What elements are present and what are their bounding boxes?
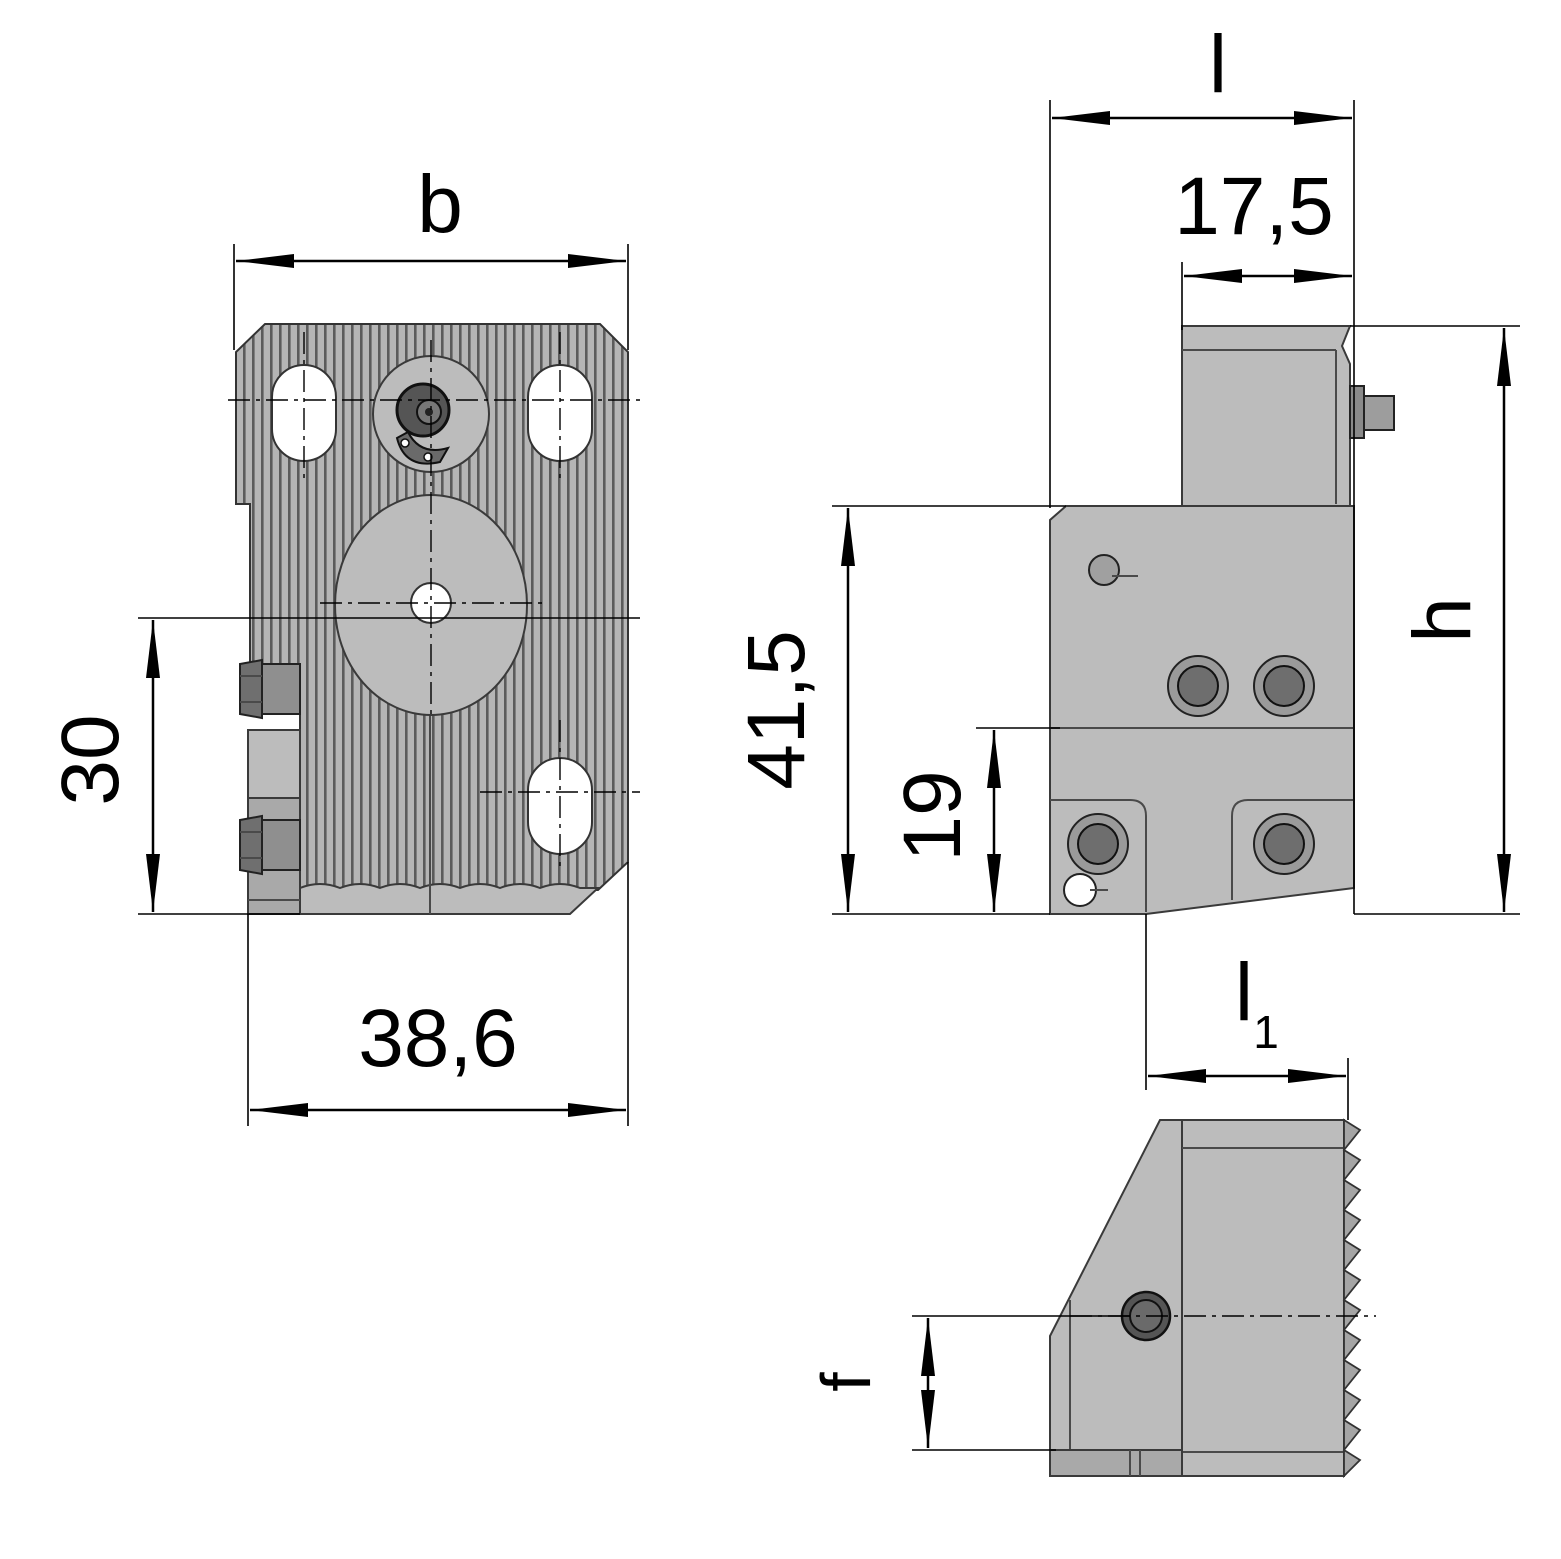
front-view-retaining-ring xyxy=(395,430,451,465)
side-view-screw-4 xyxy=(1253,813,1315,875)
side-view-clamp-plate xyxy=(1349,385,1365,439)
dimension-19: 19 xyxy=(887,727,1060,912)
dimension-38-6-label: 38,6 xyxy=(358,993,518,1084)
dimension-l: l xyxy=(1049,19,1355,914)
top-view xyxy=(1049,1118,1376,1479)
dimension-41-5-label: 41,5 xyxy=(731,630,822,790)
dimension-17-5: 17,5 xyxy=(1174,161,1352,330)
dimension-41-5: 41,5 xyxy=(731,505,1066,915)
side-view-clamp-screw xyxy=(1363,395,1395,431)
side-view-pin-upper xyxy=(1088,554,1138,586)
dimension-30-label: 30 xyxy=(45,714,136,805)
dimension-19-label: 19 xyxy=(887,770,978,861)
dimension-f: f xyxy=(807,1315,1130,1451)
dimension-b-label: b xyxy=(417,159,463,250)
dimension-f-label: f xyxy=(807,1372,885,1392)
dimension-30: 30 xyxy=(45,617,640,915)
side-view-screw-2 xyxy=(1253,655,1315,717)
side-view-screw-1 xyxy=(1167,655,1229,717)
dimension-17-5-label: 17,5 xyxy=(1174,161,1334,252)
dimension-l1: l 1 xyxy=(1145,914,1349,1120)
dimension-38-6: 38,6 xyxy=(247,862,629,1126)
side-view-pocket-left xyxy=(1050,799,1147,912)
top-view-main-block xyxy=(1181,1119,1345,1477)
dimension-l-label: l xyxy=(1209,19,1227,110)
side-view-upper-column xyxy=(1181,325,1352,507)
side-view-pin-lower xyxy=(1063,873,1108,907)
dimension-l1-label: l xyxy=(1235,947,1253,1038)
front-view-coolant-nipple-lower xyxy=(239,814,301,876)
dimension-l1-subscript: 1 xyxy=(1253,1006,1279,1058)
top-view-base-step xyxy=(1049,1449,1183,1477)
side-view xyxy=(1049,325,1395,915)
dimension-h: h xyxy=(1350,325,1520,915)
side-view-pocket-right xyxy=(1231,799,1354,900)
dimension-b: b xyxy=(233,159,629,350)
dimension-h-label: h xyxy=(1397,597,1488,643)
top-view-serration xyxy=(1342,1118,1362,1479)
front-view-base-strip xyxy=(299,883,601,915)
side-view-screw-3 xyxy=(1067,813,1129,875)
front-view xyxy=(228,323,640,915)
front-view-coolant-nipple-upper xyxy=(239,658,301,720)
